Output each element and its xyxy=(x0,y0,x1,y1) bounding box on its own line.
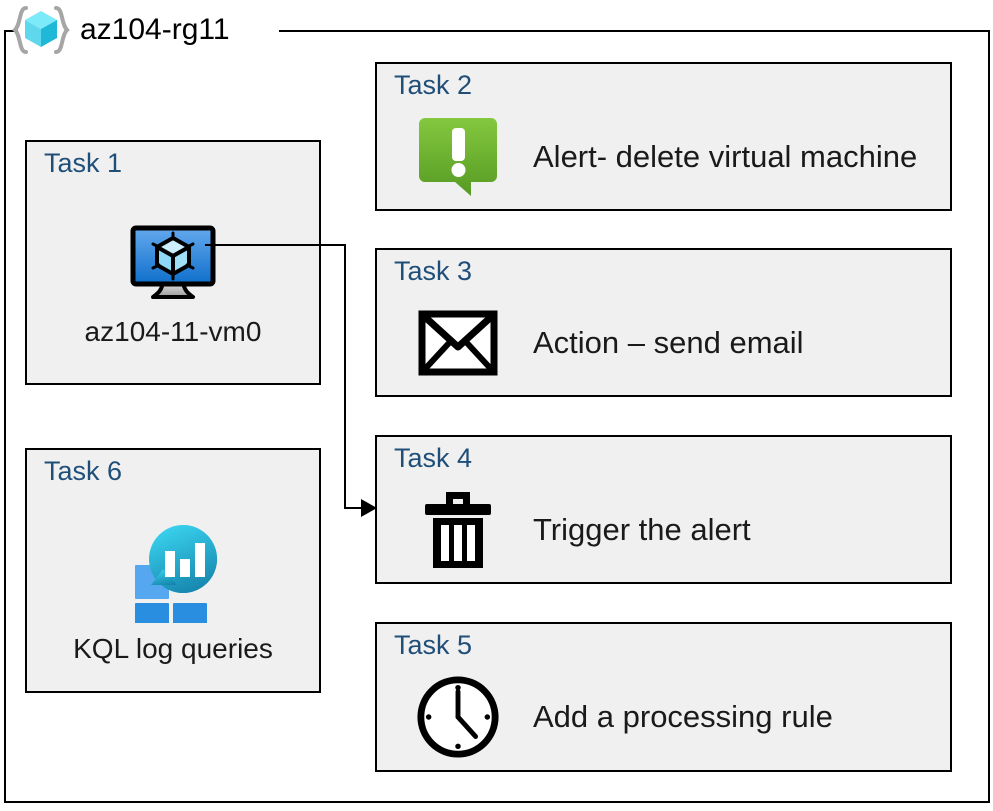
task-3-title: Task 3 xyxy=(394,256,473,286)
task-4-body: Trigger the alert xyxy=(415,483,940,576)
resource-group-border-top-left xyxy=(4,30,18,32)
task-5-label: Add a processing rule xyxy=(533,699,833,734)
task-5-title: Task 5 xyxy=(394,630,473,660)
task-6-title: Task 6 xyxy=(44,456,123,486)
trash-delete-icon xyxy=(415,488,501,572)
task-5-body: Add a processing rule xyxy=(415,670,940,764)
connector-segment-horizontal-top xyxy=(205,244,346,246)
task-1-title: Task 1 xyxy=(44,148,123,178)
task-1-label: az104-11-vm0 xyxy=(84,315,262,347)
arrow-right-icon xyxy=(361,499,377,517)
task-3-body: Action – send email xyxy=(415,296,940,389)
task-4-title: Task 4 xyxy=(394,443,473,473)
resource-group-border-right xyxy=(988,30,990,803)
task-card-3[interactable]: Task 3 Action – send email xyxy=(375,248,952,397)
connector-segment-horizontal-bottom xyxy=(344,507,368,509)
task-card-2[interactable]: Task 2 Alert- delete virtual machine xyxy=(375,62,952,211)
resource-group-border-top-right xyxy=(279,30,990,32)
resource-group-border-bottom xyxy=(4,801,990,803)
task-4-label: Trigger the alert xyxy=(533,511,751,547)
task-card-1[interactable]: Task 1 xyxy=(25,140,321,385)
task-3-label: Action – send email xyxy=(533,324,804,360)
task-card-4[interactable]: Task 4 Trigger the alert xyxy=(375,435,952,584)
log-analytics-icon xyxy=(121,523,225,623)
task-2-label: Alert- delete virtual machine xyxy=(533,138,918,174)
task-card-5[interactable]: Task 5 Add a processing rule xyxy=(375,622,952,772)
resource-group-border-left xyxy=(4,30,6,803)
task-6-label: KQL log queries xyxy=(73,632,273,664)
virtual-machine-icon xyxy=(127,224,219,306)
resource-group-name: az104-rg11 xyxy=(80,13,230,46)
alert-exclamation-icon xyxy=(415,114,501,200)
task-card-6[interactable]: Task 6 xyxy=(25,448,321,693)
clock-icon xyxy=(415,673,501,761)
task-2-body: Alert- delete virtual machine xyxy=(415,110,940,203)
task-1-body: az104-11-vm0 xyxy=(27,188,319,383)
task-2-title: Task 2 xyxy=(394,70,473,100)
envelope-icon xyxy=(415,310,501,376)
task-6-body: KQL log queries xyxy=(27,496,319,691)
connector-segment-vertical xyxy=(344,244,346,509)
resource-group-cube-icon xyxy=(10,4,72,56)
resource-group-header: az104-rg11 xyxy=(10,4,230,56)
